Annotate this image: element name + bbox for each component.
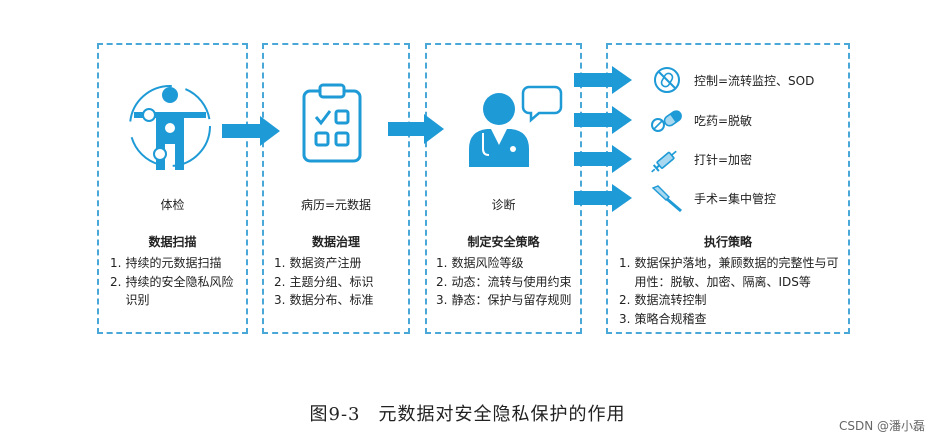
body-checkup-icon (129, 85, 211, 170)
list-item: 2.动态：流转与使用约束 (436, 274, 572, 289)
list-item: 3.数据分布、标准 (274, 293, 374, 307)
tool-label: 手术=集中管控 (694, 191, 777, 206)
tool-row: 打针=加密 (650, 144, 752, 174)
stage-list: 1.数据资产注册 2.主题分组、标识 3.数据分布、标准 (274, 254, 406, 310)
stage-list: 1.数据风险等级 2.动态：流转与使用约束 3.静态：保护与留存规则 (436, 254, 578, 310)
list-item: 1.数据资产注册 (274, 256, 362, 270)
syringe-icon (650, 144, 684, 174)
section-title: 执行策略 (703, 235, 752, 249)
doctor-icon (469, 85, 563, 167)
section-title: 数据扫描 (148, 235, 197, 249)
tool-row: 吃药=脱敏 (650, 105, 752, 135)
stage-panel-execution (606, 43, 850, 334)
list-item: 1.数据风险等级 (436, 256, 524, 270)
flow-arrow (574, 184, 632, 212)
stage-caption: 诊断 (491, 198, 516, 212)
stage-caption: 病历=元数据 (300, 198, 372, 212)
flow-arrow (574, 66, 632, 94)
figure-title: 元数据对安全隐私保护的作用 (378, 404, 626, 425)
stage-panel-scan (97, 43, 248, 334)
list-item: 1.数据保护落地，兼顾数据的完整性与可用性：脱敏、加密、隔离、IDS等 (619, 256, 839, 289)
capsule-icon (650, 105, 684, 135)
stage-list: 1.数据保护落地，兼顾数据的完整性与可用性：脱敏、加密、隔离、IDS等 2.数据… (619, 254, 845, 328)
list-item: 3.静态：保护与留存规则 (436, 293, 572, 307)
tool-row: 手术=集中管控 (650, 183, 776, 213)
stage-caption: 体检 (160, 198, 185, 212)
scalpel-icon (650, 183, 684, 213)
stage-list: 1.持续的元数据扫描 2.持续的安全隐私风险识别 (110, 254, 242, 310)
flow-arrow (574, 106, 632, 134)
no-pill-icon (650, 65, 684, 95)
stage-panel-diagnosis (425, 43, 582, 334)
list-item: 2.数据流转控制 (619, 293, 707, 307)
list-item: 3.策略合规稽查 (619, 311, 707, 326)
flow-arrow (388, 114, 444, 144)
stage-panel-governance (262, 43, 410, 334)
tool-label: 吃药=脱敏 (694, 113, 753, 128)
figure-caption: 图9-3 元数据对安全隐私保护的作用 (0, 400, 935, 426)
flow-arrow (222, 116, 280, 146)
list-item: 2.主题分组、标识 (274, 274, 374, 289)
section-title: 数据治理 (311, 235, 360, 249)
figure-number: 图9-3 (309, 404, 361, 425)
tool-row: 控制=流转监控、SOD (650, 65, 814, 95)
list-item: 2.持续的安全隐私风险识别 (110, 274, 234, 308)
tool-label: 打针=加密 (694, 152, 753, 167)
flow-arrow (574, 145, 632, 173)
tool-label: 控制=流转监控、SOD (694, 73, 815, 88)
clipboard-icon (302, 83, 362, 163)
list-item: 1.持续的元数据扫描 (110, 256, 222, 270)
section-title: 制定安全策略 (467, 235, 540, 249)
watermark: CSDN @潘小磊 (838, 419, 925, 433)
